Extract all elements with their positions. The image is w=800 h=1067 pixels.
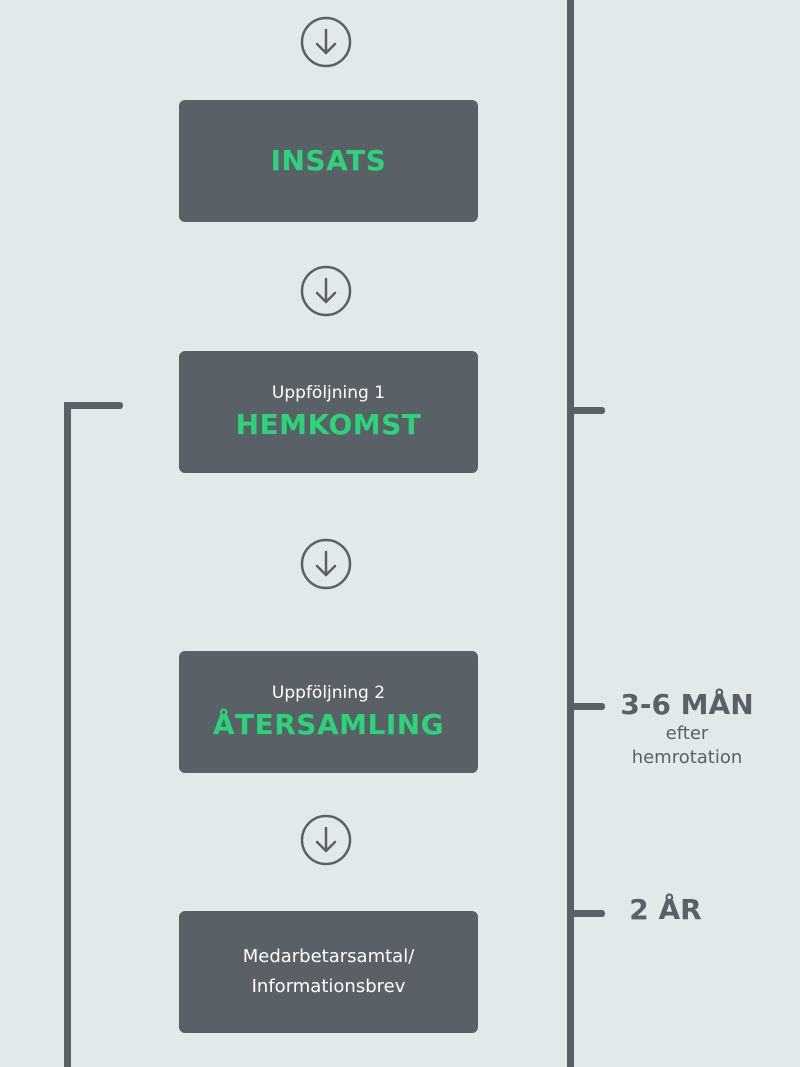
step-box-atersamling: Uppföljning 2 ÅTERSAMLING (179, 651, 478, 773)
circled-down-arrow-icon (300, 265, 352, 317)
timeline-label-caption: efter hemrotation (631, 723, 743, 768)
step-title: INSATS (270, 144, 387, 177)
step-title: ÅTERSAMLING (212, 708, 445, 741)
timeline-tick-hemkomst (567, 407, 605, 414)
step-title: HEMKOMST (235, 408, 422, 441)
step-box-medarbetarsamtal: Medarbetarsamtal/ Informationsbrev (179, 911, 478, 1033)
left-bracket-horizontal (64, 402, 123, 409)
step-subtitle: Uppföljning 2 (271, 683, 386, 703)
timeline-label-2-ar: 2 ÅR (618, 893, 713, 927)
timeline-tick-2-ar (567, 910, 605, 917)
step-box-insats: INSATS (179, 100, 478, 222)
timeline-label-3-6-man: 3-6 MÅN efter hemrotation (612, 688, 762, 770)
circled-down-arrow-icon (300, 538, 352, 590)
step-subtitle: Uppföljning 1 (271, 383, 386, 403)
step-text: Medarbetarsamtal/ Informationsbrev (242, 946, 415, 997)
timeline-label-title: 3-6 MÅN (620, 688, 754, 721)
timeline-label-title: 2 ÅR (629, 893, 702, 926)
circled-down-arrow-icon (300, 16, 352, 68)
timeline-tick-3-6-man (567, 703, 605, 710)
circled-down-arrow-icon (300, 814, 352, 866)
left-bracket-vertical (64, 402, 71, 1067)
timeline-line (567, 0, 574, 1067)
step-box-hemkomst: Uppföljning 1 HEMKOMST (179, 351, 478, 473)
